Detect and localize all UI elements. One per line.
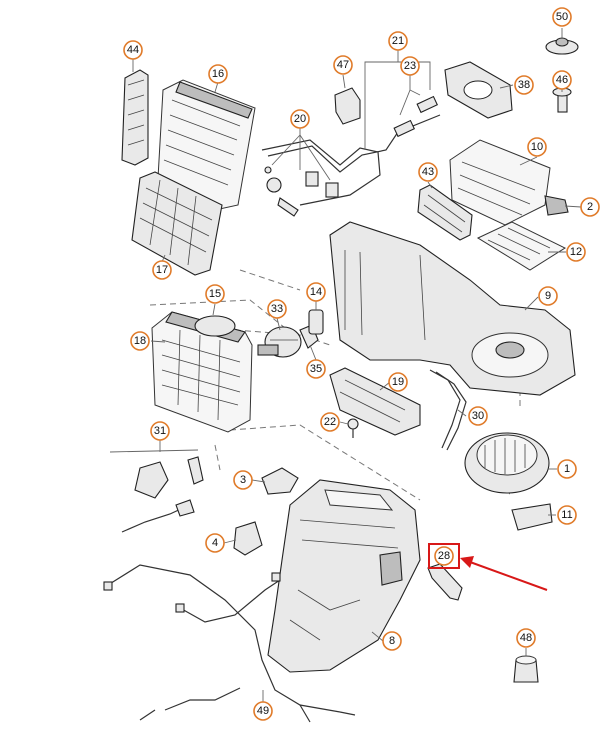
callout-17: 17 bbox=[152, 260, 172, 280]
part-38-gasket bbox=[444, 61, 513, 119]
callout-20: 20 bbox=[290, 109, 310, 129]
part-33-actuator bbox=[257, 326, 302, 358]
part-3-servo bbox=[261, 467, 299, 495]
callout-8: 8 bbox=[382, 631, 402, 651]
svg-text:31: 31 bbox=[154, 425, 166, 437]
svg-text:48: 48 bbox=[520, 632, 532, 644]
svg-text:17: 17 bbox=[156, 264, 168, 276]
callout-21: 21 bbox=[388, 31, 408, 51]
svg-text:11: 11 bbox=[561, 509, 572, 521]
svg-text:8: 8 bbox=[389, 635, 395, 647]
callout-22: 22 bbox=[320, 412, 340, 432]
part-16-evaporator bbox=[157, 79, 256, 211]
callout-12: 12 bbox=[566, 242, 586, 262]
svg-text:30: 30 bbox=[472, 410, 484, 422]
svg-text:44: 44 bbox=[127, 44, 139, 56]
svg-text:1: 1 bbox=[564, 463, 570, 475]
callout-47: 47 bbox=[333, 55, 353, 75]
svg-text:20: 20 bbox=[294, 113, 306, 125]
part-14-sensor bbox=[308, 309, 324, 335]
part-50-cap bbox=[545, 37, 579, 55]
callout-28: 28 bbox=[434, 546, 454, 566]
svg-text:9: 9 bbox=[545, 290, 551, 302]
part-21-lines bbox=[261, 95, 441, 206]
svg-text:2: 2 bbox=[587, 201, 593, 213]
svg-text:47: 47 bbox=[337, 59, 349, 71]
part-1-blower-motor bbox=[464, 432, 550, 494]
svg-text:22: 22 bbox=[324, 416, 336, 428]
highlight-28 bbox=[428, 543, 548, 591]
svg-text:4: 4 bbox=[212, 537, 218, 549]
part-44-seal-strip bbox=[121, 69, 149, 166]
svg-text:28: 28 bbox=[438, 550, 450, 562]
callout-18: 18 bbox=[130, 331, 150, 351]
svg-text:23: 23 bbox=[404, 60, 416, 72]
callout-46: 46 bbox=[552, 70, 572, 90]
svg-text:18: 18 bbox=[134, 335, 146, 347]
part-11-cover bbox=[511, 503, 553, 531]
callout-50: 50 bbox=[552, 7, 572, 27]
part-28-temperature-sensor bbox=[427, 563, 463, 601]
callout-23: 23 bbox=[400, 56, 420, 76]
callout-44: 44 bbox=[123, 40, 143, 60]
callout-3: 3 bbox=[233, 470, 253, 490]
svg-text:10: 10 bbox=[531, 141, 543, 153]
svg-text:19: 19 bbox=[392, 376, 404, 388]
callout-9: 9 bbox=[538, 286, 558, 306]
part-30-drain-hose bbox=[429, 369, 467, 451]
part-10-flap-housing bbox=[449, 139, 569, 226]
callout-30: 30 bbox=[468, 406, 488, 426]
part-47-connector bbox=[334, 87, 361, 125]
part-18-heater-core bbox=[151, 311, 253, 433]
part-20-fittings bbox=[264, 166, 339, 217]
callout-16: 16 bbox=[208, 64, 228, 84]
callout-1: 1 bbox=[557, 459, 577, 479]
callout-48: 48 bbox=[516, 628, 536, 648]
part-31-actuator-set bbox=[109, 449, 204, 533]
callout-11: 11 bbox=[557, 505, 577, 525]
svg-text:33: 33 bbox=[271, 303, 283, 315]
svg-text:16: 16 bbox=[212, 68, 224, 80]
callout-2: 2 bbox=[580, 197, 600, 217]
part-4-servo bbox=[233, 521, 263, 556]
callout-14: 14 bbox=[306, 282, 326, 302]
svg-text:43: 43 bbox=[422, 166, 434, 178]
svg-text:35: 35 bbox=[310, 363, 322, 375]
svg-text:49: 49 bbox=[257, 705, 269, 717]
callout-43: 43 bbox=[418, 162, 438, 182]
callout-49: 49 bbox=[253, 701, 273, 721]
svg-text:14: 14 bbox=[310, 286, 322, 298]
svg-text:21: 21 bbox=[392, 35, 404, 47]
part-19-duct bbox=[329, 367, 421, 436]
part-49-wiring-harness bbox=[103, 564, 356, 723]
svg-text:46: 46 bbox=[556, 74, 568, 86]
svg-text:12: 12 bbox=[570, 246, 582, 258]
callout-31: 31 bbox=[150, 421, 170, 441]
part-12-pollen-filter bbox=[476, 221, 567, 271]
part-9-blower-housing bbox=[329, 221, 576, 396]
callout-19: 19 bbox=[388, 372, 408, 392]
callout-38: 38 bbox=[514, 75, 534, 95]
leader-lines bbox=[132, 28, 582, 702]
part-17-heater-grid bbox=[131, 171, 223, 276]
part-22-screw bbox=[347, 418, 359, 438]
callout-35: 35 bbox=[306, 359, 326, 379]
svg-text:15: 15 bbox=[209, 288, 221, 300]
svg-text:38: 38 bbox=[518, 79, 530, 91]
part-8-air-distribution-housing bbox=[267, 479, 421, 673]
callout-33: 33 bbox=[267, 299, 287, 319]
svg-text:50: 50 bbox=[556, 11, 568, 23]
callout-15: 15 bbox=[205, 284, 225, 304]
callout-10: 10 bbox=[527, 137, 547, 157]
callout-4: 4 bbox=[205, 533, 225, 553]
svg-text:3: 3 bbox=[240, 474, 246, 486]
part-48-cap bbox=[513, 655, 539, 683]
